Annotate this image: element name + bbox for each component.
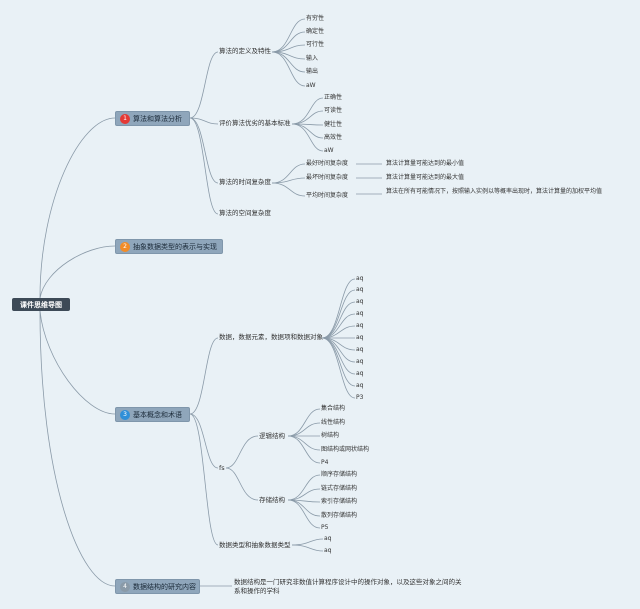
- node-leaf[interactable]: 最坏时间复杂度: [306, 174, 349, 181]
- number-badge: 1: [120, 113, 130, 124]
- node-leaf[interactable]: 输入: [306, 55, 319, 62]
- node-leaf[interactable]: 正确性: [324, 94, 343, 101]
- node-leaf[interactable]: 有穷性: [306, 15, 325, 22]
- node-leaf[interactable]: aq: [356, 298, 364, 305]
- branch-label: 算法和算法分析: [133, 114, 182, 123]
- node-leaf[interactable]: aq: [356, 322, 364, 329]
- node-leaf[interactable]: 树结构: [321, 432, 340, 439]
- node-leaf[interactable]: P4: [321, 459, 329, 466]
- node-leaf[interactable]: 链式存储结构: [321, 485, 358, 492]
- number-badge: 3: [120, 409, 130, 420]
- node-evaluation[interactable]: 评价算法优劣的基本标准: [219, 119, 291, 127]
- node-leaf[interactable]: aq: [356, 334, 364, 341]
- node-leaf[interactable]: 高效性: [324, 134, 343, 141]
- node-leaf[interactable]: aq: [324, 547, 332, 554]
- node-leaf[interactable]: 图结构或网状结构: [321, 446, 370, 453]
- node-data-types[interactable]: 数据类型和抽象数据类型: [219, 541, 291, 549]
- node-leaf[interactable]: aq: [356, 286, 364, 293]
- branch-adt[interactable]: 2 抽象数据类型的表示与实现: [115, 239, 223, 254]
- node-space-complexity[interactable]: 算法的空间复杂度: [219, 209, 271, 217]
- node-leaf[interactable]: 输出: [306, 68, 319, 75]
- node-leaf[interactable]: 线性结构: [321, 419, 346, 426]
- node-leaf[interactable]: aq: [356, 346, 364, 353]
- node-leaf[interactable]: aq: [356, 358, 364, 365]
- number-badge: 2: [120, 241, 130, 252]
- node-note[interactable]: 算法计算量可能达到的最大值: [386, 174, 465, 181]
- node-time-complexity[interactable]: 算法的时间复杂度: [219, 178, 271, 186]
- node-logical-structure[interactable]: 逻辑结构: [259, 432, 285, 440]
- node-leaf[interactable]: 健壮性: [324, 121, 343, 128]
- node-storage-structure[interactable]: 存储结构: [259, 496, 285, 504]
- number-badge: 4: [120, 581, 130, 592]
- node-fs[interactable]: fs: [219, 464, 225, 472]
- node-leaf[interactable]: aW: [306, 82, 316, 89]
- node-leaf[interactable]: aq: [356, 382, 364, 389]
- node-leaf[interactable]: 顺序存储结构: [321, 471, 358, 478]
- branch-label: 抽象数据类型的表示与实现: [133, 242, 217, 251]
- node-leaf[interactable]: 最好时间复杂度: [306, 160, 349, 167]
- node-leaf[interactable]: aq: [356, 275, 364, 282]
- node-leaf[interactable]: aq: [356, 310, 364, 317]
- branch-label: 基本概念和术语: [133, 410, 182, 419]
- node-leaf[interactable]: 索引存储结构: [321, 498, 358, 505]
- node-note[interactable]: 算法计算量可能达到的最小值: [386, 160, 465, 167]
- node-leaf[interactable]: P5: [321, 524, 329, 531]
- node-leaf[interactable]: 平均时间复杂度: [306, 192, 349, 199]
- node-data-terms[interactable]: 数据，数据元素，数据项和数据对象: [219, 333, 323, 341]
- node-leaf[interactable]: 散列存储结构: [321, 512, 358, 519]
- branch-label: 数据结构的研究内容: [133, 582, 196, 591]
- node-leaf[interactable]: 确定性: [306, 28, 325, 35]
- node-leaf[interactable]: 可读性: [324, 107, 343, 114]
- branch-research[interactable]: 4 数据结构的研究内容: [115, 579, 200, 594]
- node-leaf[interactable]: P3: [356, 394, 364, 401]
- node-research-note[interactable]: 数据结构是一门研究非数值计算程序设计中的操作对象，以及这些对象之间的关系和操作的…: [234, 578, 462, 595]
- root-node[interactable]: 课件思维导图: [12, 298, 70, 311]
- node-leaf[interactable]: aq: [356, 370, 364, 377]
- node-leaf[interactable]: aq: [324, 535, 332, 542]
- node-leaf[interactable]: aW: [324, 147, 334, 154]
- node-definition[interactable]: 算法的定义及特性: [219, 47, 271, 55]
- branch-concepts[interactable]: 3 基本概念和术语: [115, 407, 190, 422]
- node-leaf[interactable]: 可行性: [306, 41, 325, 48]
- node-leaf[interactable]: 集合结构: [321, 405, 346, 412]
- branch-algorithm[interactable]: 1 算法和算法分析: [115, 111, 190, 126]
- node-note[interactable]: 算法在所有可能情况下，按照输入实例以等概率出现时，算法计算量的加权平均值: [386, 188, 603, 195]
